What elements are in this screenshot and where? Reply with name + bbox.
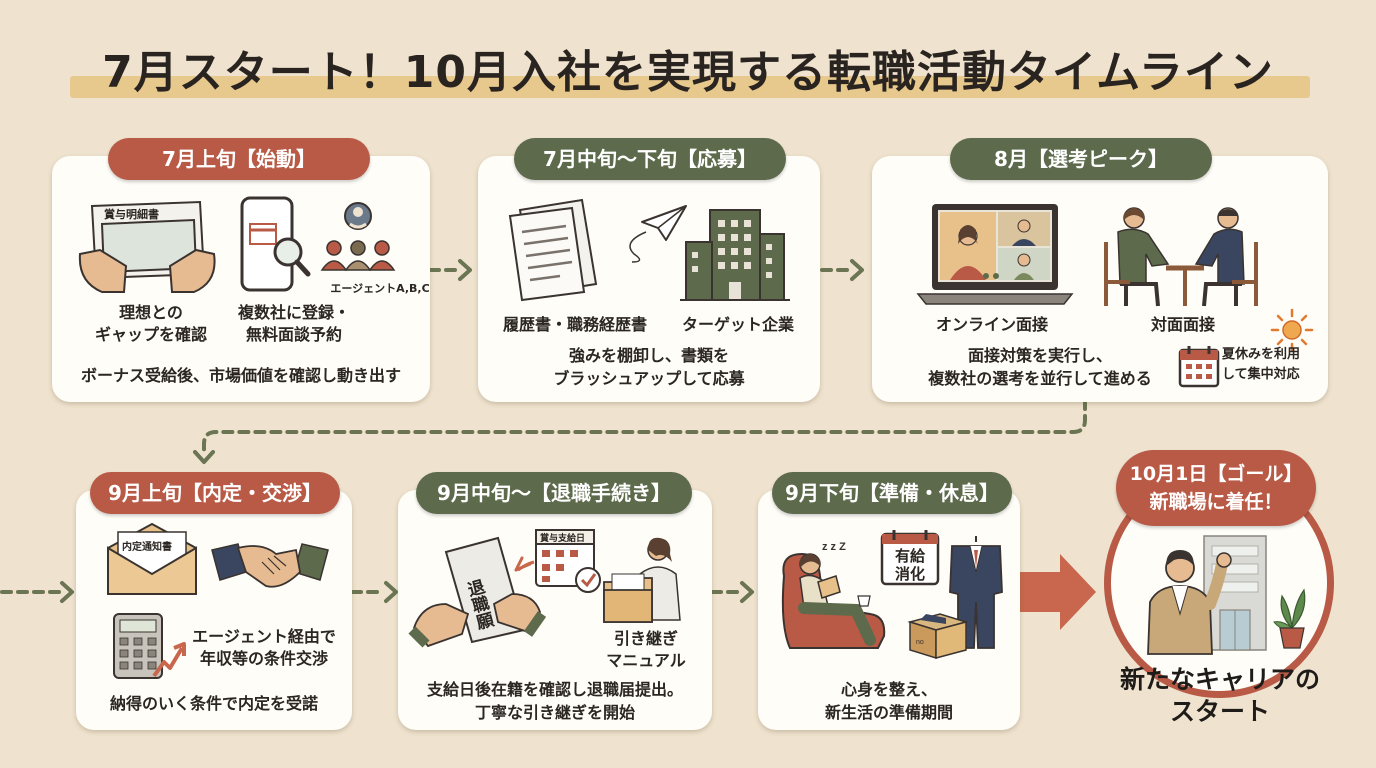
stage-label-august: 8月【選考ピーク】 <box>950 138 1212 180</box>
calendar-icon <box>1178 346 1220 388</box>
paid-leave-label-line2: 消化 <box>894 565 925 583</box>
stage2-item2: ターゲット企業 <box>681 315 794 334</box>
office-building-icon <box>680 209 790 301</box>
sleep-zzz: z z Z <box>822 541 846 553</box>
relaxing-person-icon: z z Z <box>781 541 886 649</box>
goal-label-line1: 10月1日【ゴール】 <box>1129 463 1303 485</box>
calendar-check-icon: 賞与支給日 <box>514 529 601 593</box>
stage3-item2: 対面面接 <box>1150 315 1215 334</box>
agents-label: エージェントA,B,C <box>330 282 430 295</box>
paid-leave-calendar-icon <box>880 530 940 586</box>
resignation-letter-icon: 退職願 <box>408 536 547 648</box>
stage2-description-line2: ブラッシュアップして応募 <box>553 369 745 388</box>
stage3-item1: オンライン面接 <box>935 315 1048 334</box>
offer-letter-label: 内定通知書 <box>122 540 172 553</box>
new-employee-icon <box>1147 550 1232 655</box>
stage6-description-line1: 心身を整え、 <box>840 680 937 699</box>
goal-text-line2: スタート <box>1169 697 1270 726</box>
stage4-item1-line1: エージェント経由で <box>192 627 336 646</box>
stage5-description-line1: 支給日後在籍を確認し退職届提出。 <box>426 680 683 699</box>
box-label: no <box>916 639 924 646</box>
stage5-item1-line2: マニュアル <box>606 651 686 670</box>
bonus-payday-label: 賞与支給日 <box>540 532 585 543</box>
online-interview-icon <box>916 204 1074 305</box>
stage6-description-line2: 新生活の準備期間 <box>824 703 953 722</box>
stage4-item1-line2: 年収等の条件交渉 <box>199 649 328 668</box>
documents-icon <box>508 198 598 302</box>
stage4-description: 納得のいく条件で内定を受諾 <box>109 694 318 713</box>
goal-text-line1: 新たなキャリアの <box>1119 665 1320 694</box>
goal-label-line2: 新職場に着任！ <box>1149 491 1283 513</box>
title-highlight <box>70 76 1310 98</box>
plant-icon <box>1273 588 1306 649</box>
stage-card-september-early <box>76 490 352 730</box>
stage-label-september-early: 9月上旬【内定・交渉】 <box>90 472 340 514</box>
face-to-face-interview-icon <box>1104 207 1258 307</box>
calculator-icon <box>113 613 186 679</box>
sun-icon <box>1270 308 1314 352</box>
stage5-item1-line1: 引き継ぎ <box>613 629 678 648</box>
goal-arrow <box>1020 554 1096 630</box>
offer-letter-icon: 内定通知書 <box>107 522 197 595</box>
page-title: 7月スタート！10月入社を実現する転職活動タイムライン <box>102 47 1274 98</box>
stage1-item1-line2: ギャップを確認 <box>94 325 207 344</box>
stage1-item1-line1: 理想との <box>119 303 183 322</box>
stage-label-july-late: 7月中旬〜下旬【応募】 <box>514 138 786 180</box>
smartphone-search-icon <box>240 196 311 292</box>
stage5-description-line2: 丁寧な引き継ぎを開始 <box>474 703 635 722</box>
stage1-item2-line2: 無料面談予約 <box>245 325 342 344</box>
bonus-statement-icon: 賞与明細書 <box>78 200 216 293</box>
agents-icon <box>320 202 396 271</box>
moving-box-icon: no <box>907 613 969 660</box>
bonus-statement-label: 賞与明細書 <box>104 207 159 221</box>
stage2-item1: 履歴書・職務経歴書 <box>502 315 647 334</box>
stage1-item2-line1: 複数社に登録・ <box>237 303 350 322</box>
stage1-description: ボーナス受給後、市場価値を確認し動き出す <box>80 366 401 385</box>
goal-text: 新たなキャリアの スタート <box>1090 664 1350 728</box>
stage3-description-line1: 面接対策を実行し、 <box>967 346 1112 365</box>
paper-plane-icon <box>629 205 687 263</box>
stage3-note-line2: して集中対応 <box>1222 367 1300 382</box>
stage-label-september-late: 9月下旬【準備・休息】 <box>772 472 1012 514</box>
stage-label-july-early: 7月上旬【始動】 <box>108 138 370 180</box>
stage3-note-line1: 夏休みを利用 <box>1222 347 1301 362</box>
handshake-icon <box>211 543 329 588</box>
handover-manual-icon <box>603 537 681 623</box>
goal-label: 10月1日【ゴール】 新職場に着任！ <box>1116 450 1316 526</box>
stage2-description-line1: 強みを棚卸し、書類を <box>568 346 729 365</box>
stage3-description-line2: 複数社の選考を並行して進める <box>928 369 1152 388</box>
stage-label-september-mid: 9月中旬〜【退職手続き】 <box>416 472 692 514</box>
title-area: 7月スタート！10月入社を実現する転職活動タイムライン <box>0 28 1376 108</box>
paid-leave-label-line1: 有給 <box>894 547 925 565</box>
